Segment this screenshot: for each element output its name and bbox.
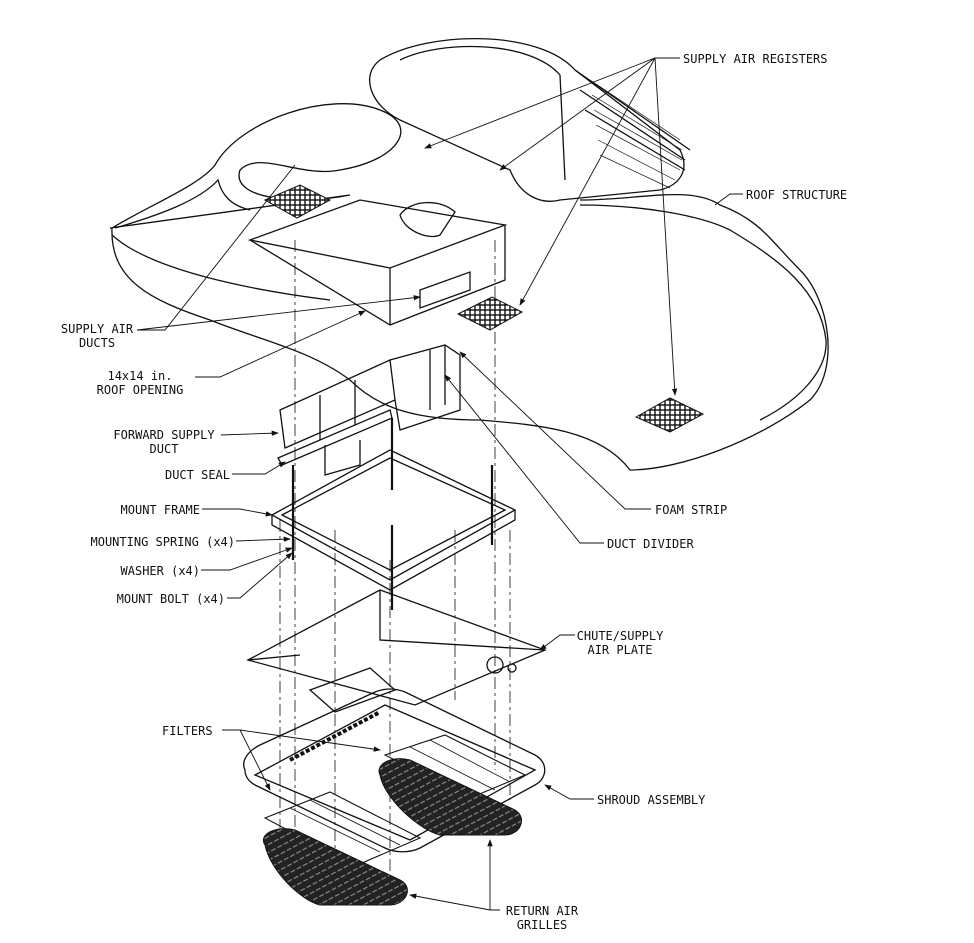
label-mount-frame: MOUNT FRAME bbox=[120, 503, 200, 517]
roof-structure bbox=[109, 103, 402, 229]
ac-unit-shell bbox=[369, 37, 685, 202]
label-filters: FILTERS bbox=[162, 724, 213, 738]
label-foam-strip: FOAM STRIP bbox=[655, 503, 728, 517]
label-roof-structure: ROOF STRUCTURE bbox=[746, 188, 848, 202]
label-roof-opening: 14x14 in.ROOF OPENING bbox=[96, 369, 184, 397]
supply-air-register bbox=[634, 397, 705, 433]
supply-air-register bbox=[263, 184, 332, 219]
label-duct-divider: DUCT DIVIDER bbox=[607, 537, 694, 551]
shroud-assembly bbox=[243, 688, 546, 853]
label-mount-bolt: MOUNT BOLT (x4) bbox=[116, 592, 225, 606]
return-air-grille bbox=[378, 758, 523, 836]
label-mounting-spring: MOUNTING SPRING (x4) bbox=[90, 535, 236, 549]
mount-frame bbox=[270, 449, 517, 581]
label-shroud-assembly: SHROUD ASSEMBLY bbox=[597, 793, 706, 807]
label-duct-seal: DUCT SEAL bbox=[164, 468, 230, 482]
duct-divider bbox=[389, 344, 461, 431]
forward-supply-duct bbox=[279, 359, 396, 449]
supply-air-register bbox=[456, 296, 524, 331]
return-air-grille bbox=[262, 828, 408, 906]
label-supply-air-registers: SUPPLY AIR REGISTERS bbox=[683, 52, 828, 66]
label-washer: WASHER (x4) bbox=[120, 564, 200, 578]
